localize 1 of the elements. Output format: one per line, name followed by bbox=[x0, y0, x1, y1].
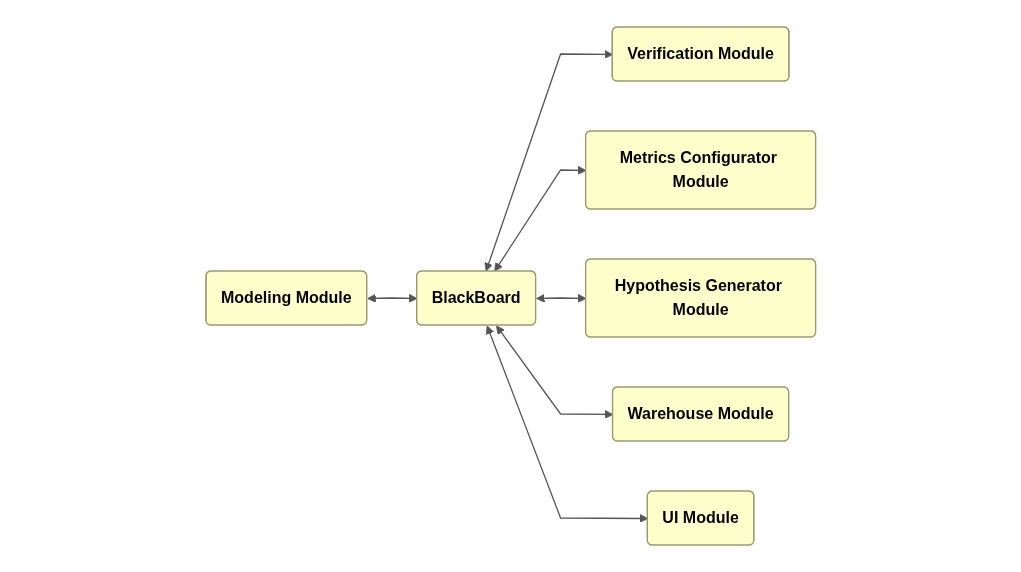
arrow bbox=[485, 325, 648, 523]
